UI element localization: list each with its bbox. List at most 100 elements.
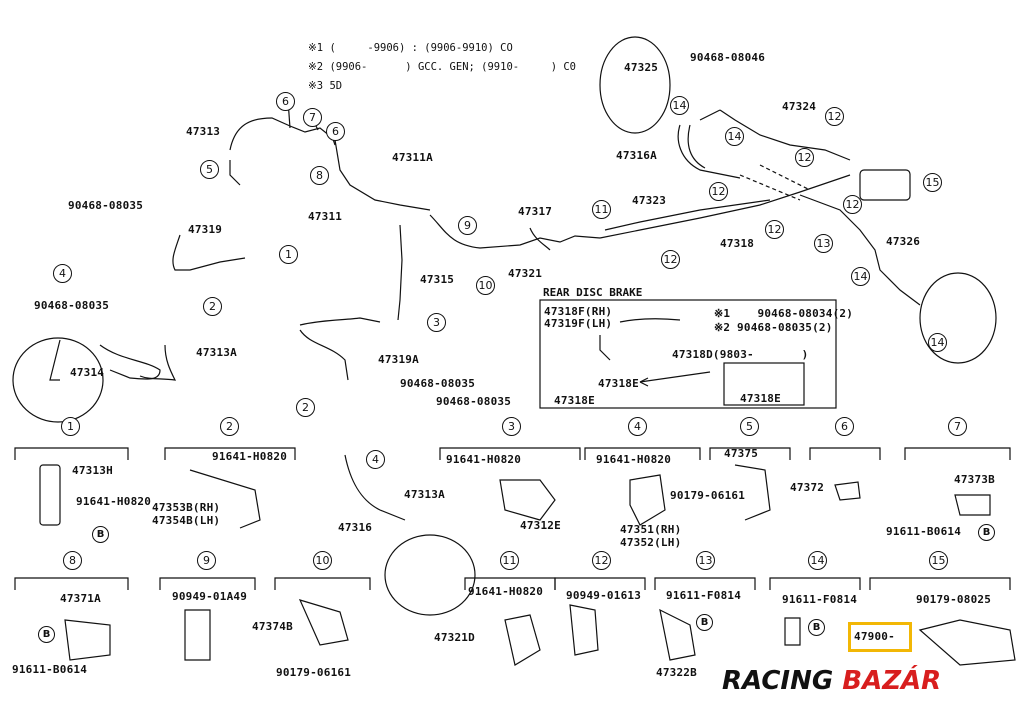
part-label: 47311 xyxy=(308,210,343,223)
part-label: 47322B xyxy=(656,666,697,679)
part-label: 47313A xyxy=(404,488,445,501)
part-label: 91611-B0614 xyxy=(886,525,962,538)
callout-5: 5 xyxy=(740,417,759,436)
part-label: 47316 xyxy=(338,521,373,534)
callout-14: 14 xyxy=(851,267,870,286)
part-label: 90468-08046 xyxy=(690,51,766,64)
part-label: 47325 xyxy=(624,61,659,74)
callout-12: 12 xyxy=(592,551,611,570)
callout-12: 12 xyxy=(661,250,680,269)
b-marker: B xyxy=(808,619,825,636)
callout-12: 12 xyxy=(709,182,728,201)
part-label: 90468-08035 xyxy=(436,395,512,408)
b-marker: B xyxy=(92,526,109,543)
part-label: 47317 xyxy=(518,205,553,218)
part-label: 91611-F0814 xyxy=(782,593,858,606)
part-label: 90179-06161 xyxy=(276,666,352,679)
b-marker: B xyxy=(38,626,55,643)
brand-logo: RACING BAZÁR xyxy=(722,664,1012,698)
callout-10: 10 xyxy=(313,551,332,570)
highlight-box xyxy=(848,622,912,652)
callout-14: 14 xyxy=(725,127,744,146)
part-label: 47353B(RH) xyxy=(152,501,221,514)
note-1: ※1 ( -9906) : (9906-9910) CO xyxy=(308,42,513,54)
callout-9: 9 xyxy=(197,551,216,570)
part-label: 47321 xyxy=(508,267,543,280)
callout-4: 4 xyxy=(366,450,385,469)
callout-3: 3 xyxy=(427,313,446,332)
callout-1: 1 xyxy=(279,245,298,264)
part-label: 91641-H0820 xyxy=(76,495,152,508)
part-label: 47371A xyxy=(60,592,101,605)
part-label: 90179-08025 xyxy=(916,593,992,606)
callout-9: 9 xyxy=(458,216,477,235)
b-marker: B xyxy=(978,524,995,541)
part-label: 47318E xyxy=(740,392,781,405)
part-label: ※2 90468-08035(2) xyxy=(714,321,833,334)
callout-14: 14 xyxy=(928,333,947,352)
callout-7: 7 xyxy=(303,108,322,127)
callout-13: 13 xyxy=(814,234,833,253)
callout-11: 11 xyxy=(500,551,519,570)
part-label: 47324 xyxy=(782,100,817,113)
callout-2: 2 xyxy=(203,297,222,316)
part-label: 47313A xyxy=(196,346,237,359)
part-label: 47326 xyxy=(886,235,921,248)
callout-8: 8 xyxy=(63,551,82,570)
part-label: 47372 xyxy=(790,481,825,494)
part-label: 91641-H0820 xyxy=(446,453,522,466)
part-label: 47318F(RH) xyxy=(544,305,613,318)
note-3: ※3 5D xyxy=(308,80,343,92)
part-label: 47316A xyxy=(616,149,657,162)
rear-disc-brake-title: REAR DISC BRAKE xyxy=(543,286,643,299)
part-label: 47312E xyxy=(520,519,561,532)
brand-text-2: BAZÁR xyxy=(842,666,942,696)
callout-12: 12 xyxy=(795,148,814,167)
brand-text-1: RACING xyxy=(722,666,843,696)
callout-2: 2 xyxy=(220,417,239,436)
part-label: 47314 xyxy=(70,366,105,379)
callout-7: 7 xyxy=(948,417,967,436)
part-label: 47352(LH) xyxy=(620,536,682,549)
part-label: 90468-08035 xyxy=(68,199,144,212)
callout-11: 11 xyxy=(592,200,611,219)
part-label: 47321D xyxy=(434,631,475,644)
part-label: 47319F(LH) xyxy=(544,317,613,330)
part-label: 90468-08035 xyxy=(34,299,110,312)
part-label: 91641-H0820 xyxy=(212,450,288,463)
callout-3: 3 xyxy=(502,417,521,436)
callout-6: 6 xyxy=(326,122,345,141)
callout-8: 8 xyxy=(310,166,329,185)
part-label: 90949-01613 xyxy=(566,589,642,602)
callout-2: 2 xyxy=(296,398,315,417)
callout-10: 10 xyxy=(476,276,495,295)
part-label: 91611-F0814 xyxy=(666,589,742,602)
note-2: ※2 (9906- ) GCC. GEN; (9910- ) C0 xyxy=(308,61,576,73)
part-label: 47374B xyxy=(252,620,293,633)
callout-6: 6 xyxy=(276,92,295,111)
callout-15: 15 xyxy=(923,173,942,192)
part-label: 90949-01A49 xyxy=(172,590,248,603)
part-label: 90468-08035 xyxy=(400,377,476,390)
part-label: 47375 xyxy=(724,447,759,460)
part-label: 47373B xyxy=(954,473,995,486)
callout-4: 4 xyxy=(53,264,72,283)
part-label: 47318E xyxy=(598,377,639,390)
callout-14: 14 xyxy=(670,96,689,115)
b-marker: B xyxy=(696,614,713,631)
part-label: 47323 xyxy=(632,194,667,207)
callout-12: 12 xyxy=(843,195,862,214)
callout-5: 5 xyxy=(200,160,219,179)
callout-4: 4 xyxy=(628,417,647,436)
part-label: 47351(RH) xyxy=(620,523,682,536)
callout-12: 12 xyxy=(825,107,844,126)
part-label: 91641-H0820 xyxy=(596,453,672,466)
callout-6: 6 xyxy=(835,417,854,436)
part-label: 47313 xyxy=(186,125,221,138)
part-label: 47319 xyxy=(188,223,223,236)
part-label: 47354B(LH) xyxy=(152,514,221,527)
part-label: 47319A xyxy=(378,353,419,366)
part-label: 47318 xyxy=(720,237,755,250)
part-label: 91611-B0614 xyxy=(12,663,88,676)
